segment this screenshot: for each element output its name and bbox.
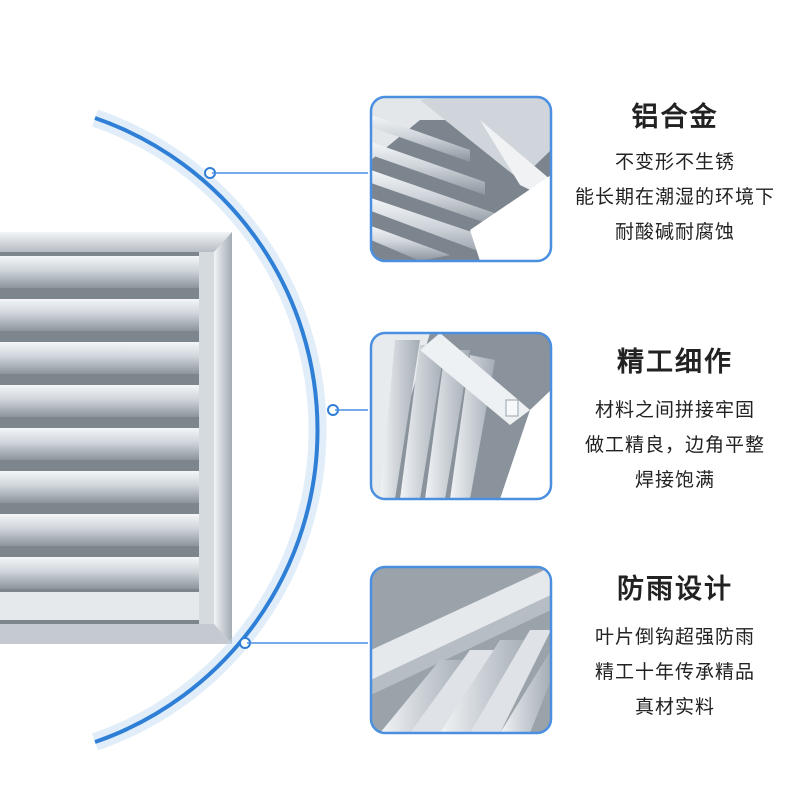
connector-lines [212,172,368,644]
louver-product-photo [0,232,232,644]
louver-slats [0,256,199,620]
joint-detail-photo [369,331,553,501]
feature-description-craftsmanship: 材料之间拼接牢固 做工精良，边角平整 焊接饱满 [560,393,790,498]
feature-line: 真材实料 [634,696,715,718]
feature-line: 不变形不生锈 [614,151,735,173]
feature-line: 焊接饱满 [634,469,715,491]
feature-line: 做工精良，边角平整 [584,434,765,456]
feature-line: 耐酸碱耐腐蚀 [614,221,735,243]
feature-description-aluminum: 不变形不生锈 能长期在潮湿的环境下 耐酸碱耐腐蚀 [560,145,790,250]
feature-title-craftsmanship: 精工细作 [617,347,733,378]
aluminum-corner-photo [369,95,553,263]
feature-line: 叶片倒钩超强防雨 [594,626,755,648]
feature-description-rainproof: 叶片倒钩超强防雨 精工十年传承精品 真材实料 [560,620,790,725]
feature-line: 精工十年传承精品 [594,661,755,683]
feature-line: 能长期在潮湿的环境下 [574,186,775,208]
feature-title-aluminum: 铝合金 [631,102,719,133]
louver-blades-photo [369,565,553,735]
feature-title-rainproof: 防雨设计 [617,574,733,605]
feature-line: 材料之间拼接牢固 [594,399,755,421]
